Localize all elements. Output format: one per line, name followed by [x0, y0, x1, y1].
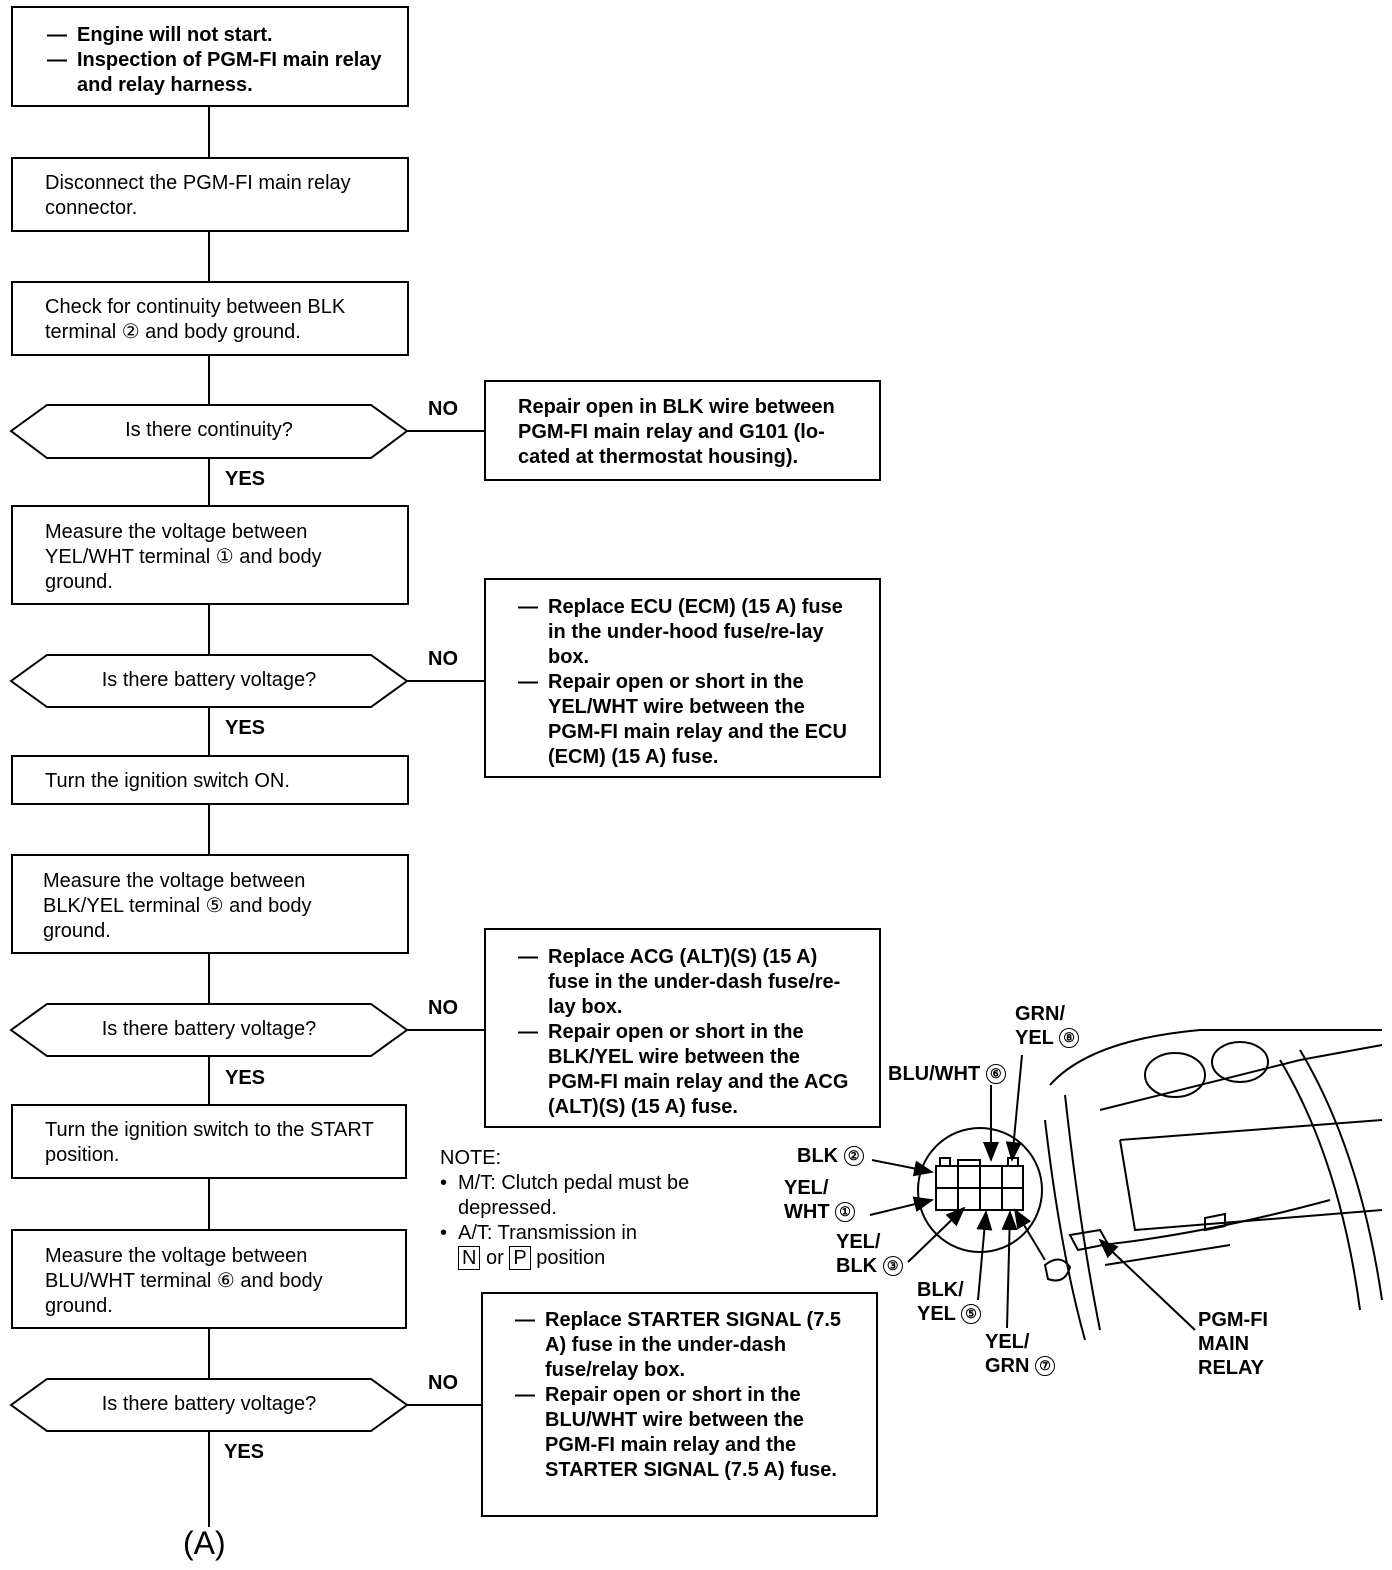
terminal-1-icon: ① — [835, 1202, 856, 1222]
decision-battery-voltage-2: Is there battery voltage? — [101, 1018, 317, 1040]
callout-yel-grn: YEL/ GRN ⑦ — [985, 1330, 1056, 1378]
callout-blk-yel-line1: BLK/ — [917, 1279, 964, 1301]
step-measure-yel-wht-text: Measure the voltage between YEL/WHT term… — [45, 521, 322, 593]
key-n: N — [458, 1246, 481, 1270]
callout-yel-grn-line2: GRN — [985, 1355, 1030, 1377]
callout-blu-wht-text: BLU/WHT — [888, 1063, 981, 1085]
fix-starter-item-2: Repair open or short in the BLU/WHT wire… — [515, 1383, 846, 1483]
callout-yel-blk: YEL/ BLK ③ — [836, 1230, 903, 1278]
callout-main-relay: PGM-FI MAIN RELAY — [1198, 1308, 1268, 1380]
decision-battery-voltage-3: Is there battery voltage? — [101, 1393, 317, 1415]
fix-acg-fuse-item-1: Replace ACG (ALT)(S) (15 A) fuse in the … — [518, 945, 849, 1020]
terminal-8-icon: ⑧ — [1059, 1028, 1080, 1048]
fix-ecu-fuse: Replace ECU (ECM) (15 A) fuse in the und… — [484, 578, 881, 778]
fix-starter-item-1: Replace STARTER SIGNAL (7.5 A) fuse in t… — [515, 1308, 846, 1383]
step-ignition-on-text: Turn the ignition switch ON. — [45, 770, 290, 792]
terminal-2-icon: ② — [843, 1146, 864, 1166]
callout-yel-blk-line2: BLK — [836, 1255, 878, 1277]
step-disconnect-connector: Disconnect the PGM-FI main relay connect… — [11, 157, 409, 232]
step-ignition-on: Turn the ignition switch ON. — [11, 755, 409, 805]
terminal-6-icon: ⑥ — [985, 1064, 1006, 1084]
start-item-1: Engine will not start. — [47, 23, 387, 48]
no-label-4: NO — [428, 1372, 458, 1394]
callout-yel-wht: YEL/ WHT ① — [784, 1176, 856, 1224]
note-mt: M/T: Clutch pedal must be depressed. — [440, 1171, 730, 1221]
fix-acg-fuse-item-2: Repair open or short in the BLK/YEL wire… — [518, 1020, 849, 1120]
callout-grn-yel: GRN/ YEL ⑧ — [1015, 1002, 1080, 1050]
yes-label-3: YES — [225, 1067, 266, 1089]
callout-grn-yel-line2: YEL — [1015, 1027, 1054, 1049]
decision-continuity: Is there continuity? — [125, 419, 293, 441]
step-ignition-start: Turn the ignition switch to the START po… — [11, 1104, 407, 1179]
start-box: Engine will not start. Inspection of PGM… — [11, 6, 409, 107]
note-at-suffix: position — [536, 1247, 606, 1269]
step-measure-yel-wht: Measure the voltage between YEL/WHT term… — [11, 505, 409, 605]
fix-repair-blk-wire: Repair open in BLK wire between PGM-FI m… — [484, 380, 881, 481]
callout-yel-grn-line1: YEL/ — [985, 1331, 1030, 1353]
note-or: or — [486, 1247, 504, 1269]
callout-blk-text: BLK — [797, 1145, 839, 1167]
step-measure-blu-wht: Measure the voltage between BLU/WHT term… — [11, 1229, 407, 1329]
key-p: P — [509, 1246, 531, 1270]
start-item-2: Inspection of PGM-FI main relay and rela… — [47, 48, 387, 98]
callout-yel-wht-line2: WHT — [784, 1201, 830, 1223]
step-measure-blk-yel: Measure the voltage between BLK/YEL term… — [11, 854, 409, 954]
terminal-7-icon: ⑦ — [1035, 1356, 1056, 1376]
note-title: NOTE: — [440, 1147, 502, 1169]
no-label-2: NO — [428, 648, 458, 670]
callout-yel-blk-line1: YEL/ — [836, 1231, 881, 1253]
no-label-3: NO — [428, 997, 458, 1019]
callout-yel-wht-line1: YEL/ — [784, 1177, 829, 1199]
callout-blu-wht: BLU/WHT ⑥ — [888, 1062, 1006, 1086]
connector-face — [935, 1157, 1024, 1211]
decision-battery-voltage-1: Is there battery voltage? — [101, 669, 317, 691]
callout-grn-yel-line1: GRN/ — [1015, 1003, 1065, 1025]
note-at: A/T: Transmission in N or P position — [440, 1221, 730, 1271]
callout-relay-line2: MAIN — [1198, 1333, 1250, 1355]
step-disconnect-text: Disconnect the PGM-FI main relay connect… — [45, 172, 351, 219]
step-check-continuity: Check for continuity between BLK termina… — [11, 281, 409, 356]
fix-starter-signal-fuse: Replace STARTER SIGNAL (7.5 A) fuse in t… — [481, 1292, 878, 1517]
yes-label-4: YES — [224, 1441, 265, 1463]
terminal-3-icon: ③ — [882, 1256, 903, 1276]
callout-blk-yel: BLK/ YEL ⑤ — [917, 1278, 982, 1326]
step-measure-blk-yel-text: Measure the voltage between BLK/YEL term… — [43, 870, 312, 942]
yes-label-1: YES — [225, 468, 266, 490]
fix-repair-blk-wire-text: Repair open in BLK wire between PGM-FI m… — [518, 396, 835, 468]
continuation-marker: (A) — [183, 1525, 226, 1561]
no-label-1: NO — [428, 398, 458, 420]
step-measure-blu-wht-text: Measure the voltage between BLU/WHT term… — [45, 1245, 323, 1317]
step-check-continuity-text: Check for continuity between BLK termina… — [45, 296, 346, 343]
step-ignition-start-text: Turn the ignition switch to the START po… — [45, 1119, 374, 1166]
fix-acg-fuse: Replace ACG (ALT)(S) (15 A) fuse in the … — [484, 928, 881, 1128]
fix-ecu-fuse-item-2: Repair open or short in the YEL/WHT wire… — [518, 670, 849, 770]
note-at-prefix: A/T: Transmission in — [458, 1222, 637, 1244]
yes-label-2: YES — [225, 717, 266, 739]
callout-blk: BLK ② — [797, 1144, 864, 1168]
callout-relay-line3: RELAY — [1198, 1357, 1264, 1379]
terminal-5-icon: ⑤ — [961, 1304, 982, 1324]
fix-ecu-fuse-item-1: Replace ECU (ECM) (15 A) fuse in the und… — [518, 595, 849, 670]
note-block: NOTE: M/T: Clutch pedal must be depresse… — [440, 1146, 730, 1271]
callout-blk-yel-line2: YEL — [917, 1303, 956, 1325]
callout-relay-line1: PGM-FI — [1198, 1309, 1268, 1331]
dashboard-illustration — [1043, 1029, 1383, 1341]
